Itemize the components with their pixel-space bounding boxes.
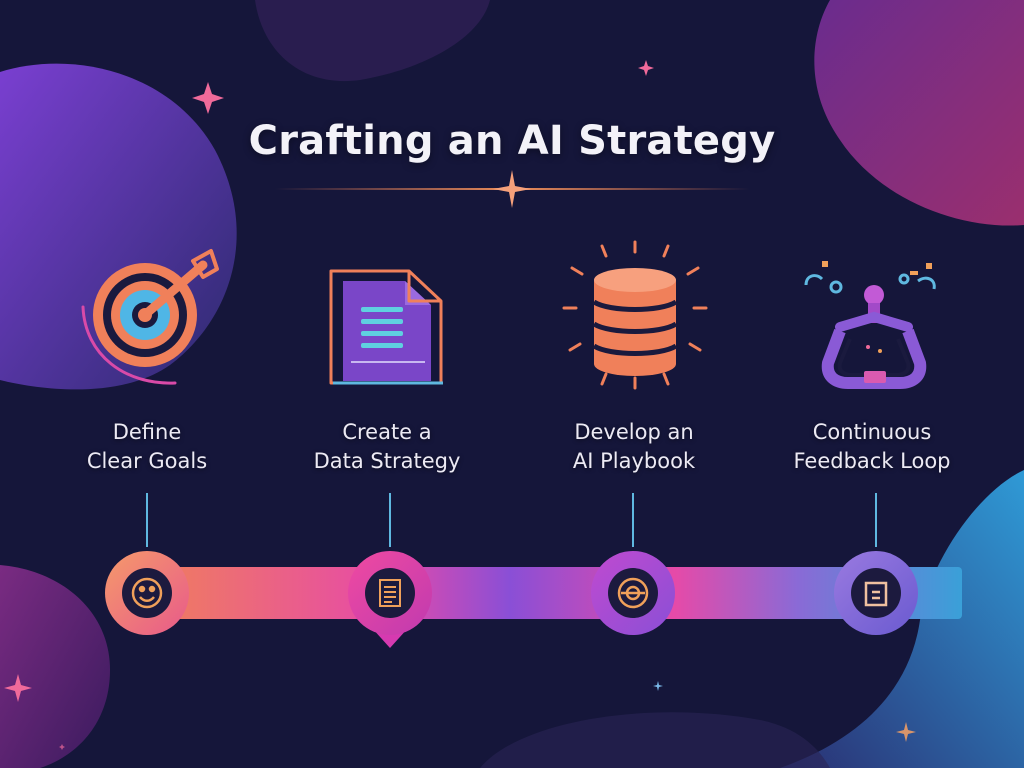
timeline-marker-3 (591, 551, 675, 635)
document-icon (329, 269, 443, 385)
sparkle-icon (896, 722, 916, 742)
robot-arm-loop-icon (804, 261, 936, 389)
blob-bottom-right (780, 470, 1024, 768)
sparkle-icon (638, 60, 654, 76)
database-icon (562, 240, 708, 390)
timeline-marker-4 (834, 551, 918, 635)
timeline-marker-2 (348, 551, 432, 648)
blob-bottom-left (0, 565, 110, 768)
timeline-marker-1 (105, 551, 189, 635)
target-arrow-icon (81, 249, 219, 385)
title-star-icon (493, 170, 531, 208)
face-badge-icon (131, 577, 163, 609)
blob-top-right (814, 0, 1024, 226)
blob-bottom-center (480, 712, 830, 768)
sparkle-icon (59, 744, 65, 750)
panel-icon (864, 581, 888, 607)
sparkle-icon (192, 82, 224, 114)
sparkle-icon (653, 681, 663, 691)
gear-cycle-icon (617, 577, 649, 609)
timeline-bar (140, 567, 962, 619)
blob-top-center (255, 0, 490, 82)
page-title: Crafting an AI Strategy (248, 118, 776, 164)
document-small-icon (379, 579, 401, 607)
sparkle-icon (4, 674, 32, 702)
